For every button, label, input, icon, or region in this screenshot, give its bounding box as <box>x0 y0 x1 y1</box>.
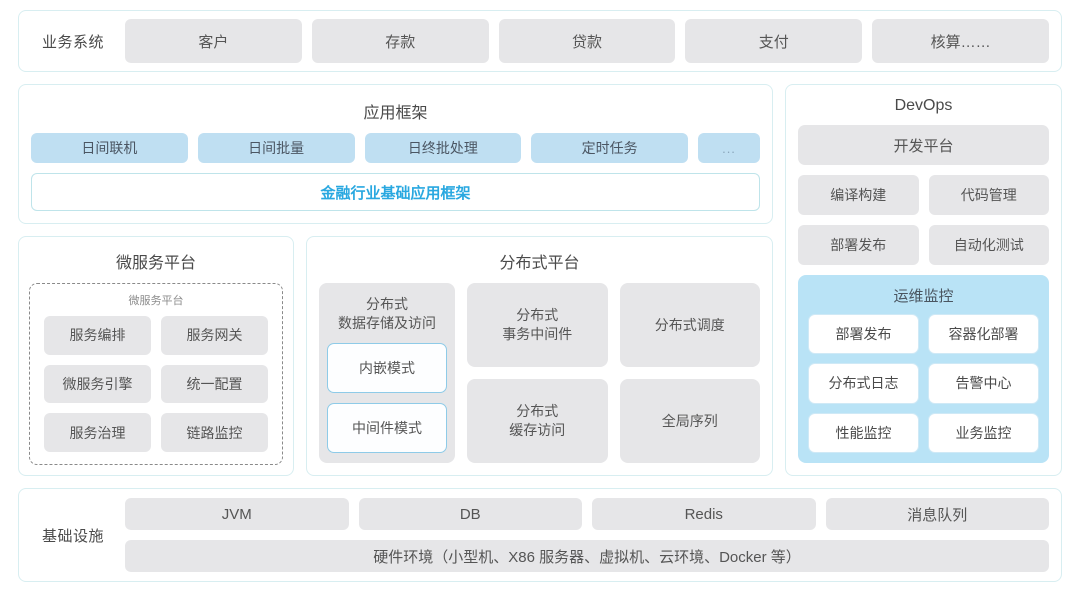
infrastructure-stack: JVM DB Redis 消息队列 硬件环境（小型机、X86 服务器、虚拟机、云… <box>125 498 1049 572</box>
distributed-storage-column[interactable]: 分布式 数据存储及访问 内嵌模式 中间件模式 <box>319 283 455 463</box>
ops-monitoring-item[interactable]: 部署发布 <box>808 314 919 355</box>
microservice-item[interactable]: 统一配置 <box>161 364 268 404</box>
devops-item[interactable]: 部署发布 <box>798 225 919 265</box>
infrastructure-items: JVM DB Redis 消息队列 <box>125 498 1049 530</box>
microservice-item[interactable]: 服务编排 <box>44 316 151 355</box>
microservice-item[interactable]: 微服务引擎 <box>44 364 151 404</box>
application-framework-tags: 日间联机 日间批量 日终批处理 定时任务 ... <box>31 133 760 163</box>
distributed-tile-line1: 分布式 <box>516 403 559 420</box>
base-framework-banner: 金融行业基础应用框架 <box>31 173 760 211</box>
microservice-platform-title: 微服务平台 <box>115 255 196 272</box>
distributed-storage-title-line2: 数据存储及访问 <box>338 314 436 331</box>
business-system-item[interactable]: 支付 <box>685 19 863 63</box>
infrastructure-item[interactable]: JVM <box>125 498 349 530</box>
distributed-platform-section: 分布式平台 分布式 数据存储及访问 内嵌模式 中间件模式 <box>306 236 773 476</box>
distributed-tile[interactable]: 分布式 事务中间件 <box>467 283 608 367</box>
middle-left-column: 应用框架 日间联机 日间批量 日终批处理 定时任务 ... 金融行业基础应用框架… <box>18 84 773 476</box>
application-framework-section: 应用框架 日间联机 日间批量 日终批处理 定时任务 ... 金融行业基础应用框架 <box>18 84 773 224</box>
app-framework-tag[interactable]: 日间批量 <box>197 133 355 163</box>
app-framework-tag[interactable]: 日终批处理 <box>364 133 522 163</box>
hardware-environment-bar[interactable]: 硬件环境（小型机、X86 服务器、虚拟机、云环境、Docker 等） <box>125 540 1049 572</box>
distributed-platform-title: 分布式平台 <box>499 255 580 272</box>
ops-monitoring-panel: 运维监控 部署发布 容器化部署 分布式日志 告警中心 性能监控 业务监控 <box>798 275 1049 463</box>
distributed-tile-line2: 缓存访问 <box>509 422 566 438</box>
distributed-tile-line2: 事务中间件 <box>502 326 573 342</box>
business-systems-items: 客户 存款 贷款 支付 核算…… <box>125 19 1049 63</box>
business-system-item[interactable]: 贷款 <box>498 19 676 63</box>
app-framework-more-tag[interactable]: ... <box>698 133 760 163</box>
business-system-item[interactable]: 核算…… <box>872 19 1049 63</box>
devops-item[interactable]: 自动化测试 <box>928 225 1049 265</box>
devops-platform-item[interactable]: 开发平台 <box>798 125 1049 165</box>
distributed-tile-line1: 分布式 <box>516 307 559 324</box>
distributed-tile[interactable]: 分布式调度 <box>619 283 760 367</box>
middleware-mode-box[interactable]: 中间件模式 <box>327 402 447 453</box>
distributed-storage-title-line1: 分布式 <box>366 296 408 312</box>
devops-item[interactable]: 代码管理 <box>928 175 1049 215</box>
infrastructure-item[interactable]: Redis <box>592 498 816 530</box>
microservice-platform-items: 服务编排 服务网关 微服务引擎 统一配置 服务治理 链路监控 <box>44 316 268 452</box>
infrastructure-item[interactable]: 消息队列 <box>825 498 1049 530</box>
devops-title: DevOps <box>894 97 953 114</box>
distributed-platform-body: 分布式 数据存储及访问 内嵌模式 中间件模式 分布式 事务中间件 <box>319 283 760 463</box>
ops-monitoring-item[interactable]: 告警中心 <box>928 363 1039 404</box>
microservice-platform-inner-box: 微服务平台 服务编排 服务网关 微服务引擎 统一配置 服务治理 链路监控 <box>29 283 283 465</box>
infrastructure-section: 基础设施 JVM DB Redis 消息队列 硬件环境（小型机、X86 服务器、… <box>18 488 1062 582</box>
infrastructure-item[interactable]: DB <box>358 498 582 530</box>
microservice-item[interactable]: 链路监控 <box>161 413 268 452</box>
devops-section: DevOps 开发平台 编译构建 代码管理 部署发布 自动化测试 运维监控 部署… <box>785 84 1062 476</box>
ops-monitoring-title: 运维监控 <box>893 288 954 305</box>
app-framework-tag[interactable]: 日间联机 <box>31 133 188 163</box>
ops-monitoring-item[interactable]: 业务监控 <box>928 412 1039 453</box>
distributed-tile-line1: 分布式调度 <box>654 316 725 333</box>
embedded-mode-box[interactable]: 内嵌模式 <box>327 342 447 393</box>
app-framework-tag[interactable]: 定时任务 <box>531 133 688 163</box>
devops-items: 编译构建 代码管理 部署发布 自动化测试 <box>798 175 1049 265</box>
infrastructure-label: 基础设施 <box>41 527 104 545</box>
distributed-tile[interactable]: 分布式 缓存访问 <box>467 379 608 463</box>
distributed-tiles: 分布式 事务中间件 分布式调度 分布 <box>467 283 760 463</box>
middle-zone: 应用框架 日间联机 日间批量 日终批处理 定时任务 ... 金融行业基础应用框架… <box>18 84 1062 476</box>
business-systems-section: 业务系统 客户 存款 贷款 支付 核算…… <box>18 10 1062 72</box>
ops-monitoring-item[interactable]: 性能监控 <box>808 412 919 453</box>
microservice-item[interactable]: 服务网关 <box>161 316 268 355</box>
middle-lower-row: 微服务平台 微服务平台 服务编排 服务网关 微服务引擎 统一配置 服务治理 链路… <box>18 236 773 476</box>
application-framework-title: 应用框架 <box>363 105 428 122</box>
microservice-item[interactable]: 服务治理 <box>44 413 151 452</box>
microservice-platform-section: 微服务平台 微服务平台 服务编排 服务网关 微服务引擎 统一配置 服务治理 链路… <box>18 236 294 476</box>
microservice-platform-inner-title: 微服务平台 <box>128 295 184 307</box>
business-systems-label: 业务系统 <box>41 33 104 51</box>
distributed-tile-line1: 全局序列 <box>661 412 718 429</box>
devops-column: DevOps 开发平台 编译构建 代码管理 部署发布 自动化测试 运维监控 部署… <box>785 84 1062 476</box>
business-system-item[interactable]: 存款 <box>311 19 489 63</box>
ops-monitoring-item[interactable]: 容器化部署 <box>928 314 1039 355</box>
distributed-tile[interactable]: 全局序列 <box>619 379 760 463</box>
ops-monitoring-items: 部署发布 容器化部署 分布式日志 告警中心 性能监控 业务监控 <box>808 314 1039 453</box>
distributed-storage-title: 分布式 数据存储及访问 <box>327 293 447 333</box>
business-system-item[interactable]: 客户 <box>125 19 302 63</box>
ops-monitoring-item[interactable]: 分布式日志 <box>808 363 919 404</box>
devops-item[interactable]: 编译构建 <box>798 175 919 215</box>
